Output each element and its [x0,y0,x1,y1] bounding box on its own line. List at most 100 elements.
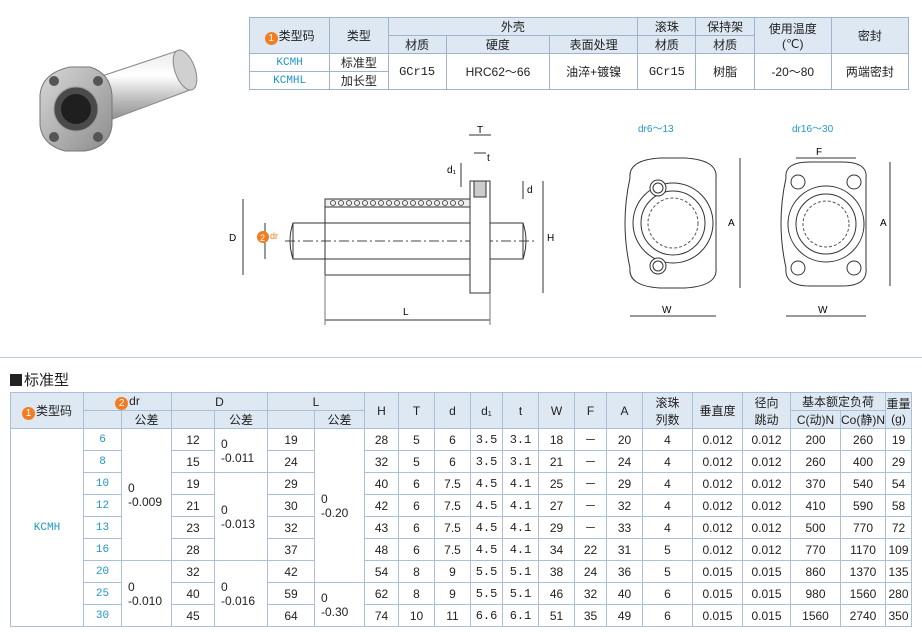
cell-H: 43 [364,516,399,539]
spec-temp: -20～80 [753,53,832,90]
cell-dr: 25 [83,582,122,605]
cell-t: 4.1 [502,494,539,517]
cell-d1: 5.5 [470,582,503,605]
badge-1-table: 1 [21,406,35,420]
cell-T: 8 [398,582,435,605]
header-L-value [267,410,315,429]
cell-d1: 4.5 [470,472,503,495]
view-label-small: dr6～13 [638,124,674,135]
dim-W-small: W [662,305,672,316]
cell-d1: 6.6 [470,604,503,627]
cell-D: 19 [171,472,215,495]
cell-D: 12 [171,428,215,451]
cell-t: 6.1 [502,604,539,627]
header-d1: d₁ [470,392,503,429]
cell-weight: 54 [885,472,912,495]
header-weight-l2: (g) [891,412,906,426]
dim-dr: dr [270,231,278,241]
header-D: D [171,392,268,411]
side-section-drawing: D 2 dr H d T t d₁ L [229,125,554,325]
dim-A-small: A [728,218,735,229]
cell-radial-runout: 0.012 [742,538,791,561]
cell-H: 40 [364,472,399,495]
spec-shell-material: GCr15 [387,53,447,90]
cell-L-tol: 0 -0.30 [314,582,365,627]
spec-header-material: 材质 [387,35,447,54]
cell-W: 27 [538,494,575,517]
cell-ball-rows: 6 [642,604,693,627]
cell-weight: 109 [885,538,912,561]
cell-A: 49 [606,604,643,627]
spec-seal: 两端密封 [830,53,910,90]
cell-L: 42 [267,560,315,583]
spec-code-kcmhl: KCMHL [248,71,331,90]
cell-T: 10 [398,604,435,627]
header-W: W [538,392,575,429]
cell-C: 410 [790,494,841,517]
spec-header-retainer: 保持架 [695,17,755,36]
header-radial-l2: 跳动 [754,412,779,427]
spec-hardness: HRC62～66 [445,53,551,90]
cell-ball-rows: 4 [642,428,693,451]
cell-A: 32 [606,494,643,517]
cell-weight: 280 [885,582,912,605]
cell-F: － [574,428,607,451]
cell-d: 7.5 [434,538,471,561]
cell-radial-runout: 0.012 [742,516,791,539]
cell-weight: 58 [885,494,912,517]
spec-header-temp-l1: 使用温度 [768,22,817,36]
cell-C: 260 [790,450,841,473]
view-label-large: dr16～30 [792,124,834,135]
cell-F: 22 [574,538,607,561]
header-D-value [171,410,215,429]
cell-D-tol: 0 -0.016 [214,560,268,627]
row-code-kcmh: KCMH [10,428,84,627]
cell-Co: 2740 [840,604,886,627]
dim-H: H [547,233,554,244]
cell-weight: 72 [885,516,912,539]
cell-d: 7.5 [434,516,471,539]
cell-C: 370 [790,472,841,495]
header-load: 基本额定负荷 [790,392,886,411]
cell-T: 6 [398,538,435,561]
cell-d1: 4.5 [470,494,503,517]
cell-d1: 3.5 [470,450,503,473]
cell-Co: 400 [840,450,886,473]
cell-Co: 770 [840,516,886,539]
cell-t: 3.1 [502,428,539,451]
header-A: A [606,392,643,429]
header-L-tol: 公差 [314,410,365,429]
header-C: C(动)N [790,410,841,429]
header-dr-label: dr [129,393,140,408]
cell-dr: 30 [83,604,122,627]
cell-L: 29 [267,472,315,495]
dim-L: L [403,307,409,318]
cell-H: 74 [364,604,399,627]
cell-perpendicularity: 0.012 [692,494,743,517]
cell-ball-rows: 6 [642,582,693,605]
cell-perpendicularity: 0.015 [692,560,743,583]
header-dr-value [83,410,122,429]
cell-T: 6 [398,472,435,495]
cell-d1: 4.5 [470,538,503,561]
cell-A: 36 [606,560,643,583]
cell-d1: 4.5 [470,516,503,539]
cell-W: 51 [538,604,575,627]
cell-L: 30 [267,494,315,517]
cell-d: 11 [434,604,471,627]
cell-C: 1560 [790,604,841,627]
cell-radial-runout: 0.015 [742,604,791,627]
cell-L: 37 [267,538,315,561]
section-title: 标准型 [10,369,69,390]
cell-L: 32 [267,516,315,539]
cell-D-tol: 0 -0.013 [214,472,268,561]
cell-L: 64 [267,604,315,627]
cell-W: 29 [538,516,575,539]
cell-ball-rows: 5 [642,560,693,583]
cell-d: 9 [434,560,471,583]
cell-W: 38 [538,560,575,583]
header-code-label: 类型码 [35,403,72,418]
cell-F: － [574,516,607,539]
